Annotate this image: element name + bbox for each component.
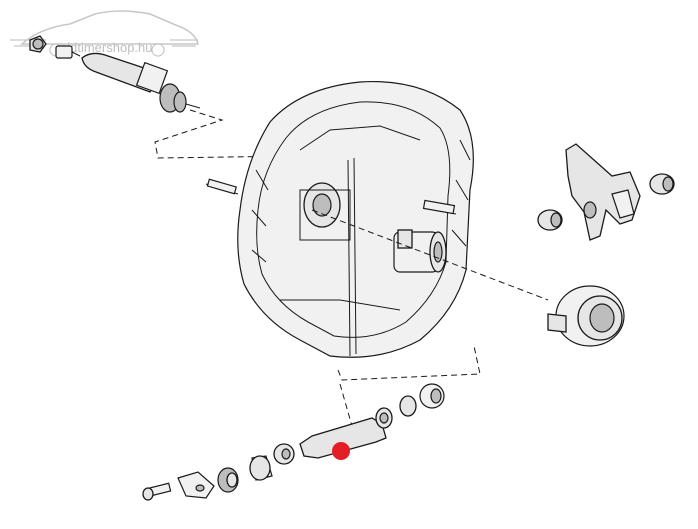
bell-housing (237, 80, 474, 358)
watermark-text: oldtimershop.hu (60, 40, 153, 55)
pilot-bushing (205, 178, 549, 301)
watermark-logo: oldtimershop.hu (10, 10, 199, 57)
release-fork-assembly (537, 143, 675, 241)
release-shaft-assembly (142, 383, 445, 501)
release-bearing (547, 285, 625, 347)
vintage-car-logo (20, 10, 199, 45)
slave-cylinder-assembly (29, 35, 301, 159)
highlight-marker (332, 442, 350, 460)
